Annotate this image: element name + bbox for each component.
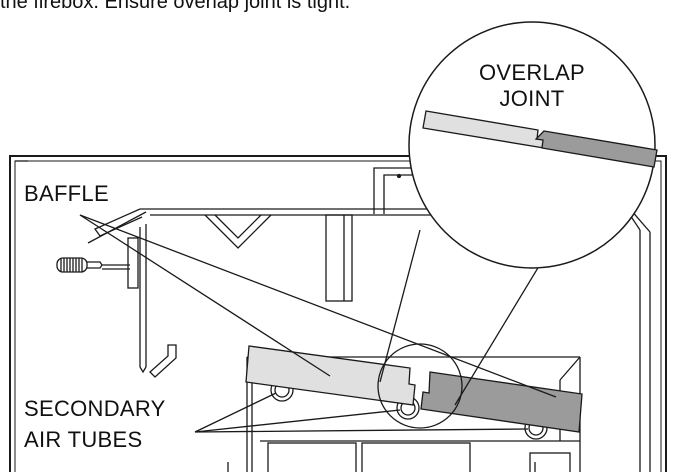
top-frame	[87, 208, 651, 472]
overlap-joint-label-line1: OVERLAP	[478, 60, 586, 85]
overlap-joint-label-line2: JOINT	[499, 86, 565, 111]
baffle-right-board	[420, 371, 583, 433]
caption-text: the firebox. Ensure overlap joint is tig…	[0, 0, 351, 13]
baffle-label: BAFFLE	[24, 181, 109, 206]
air-control-handle	[56, 257, 130, 273]
left-side-frame	[15, 160, 177, 378]
secondary-air-tubes-label-line1: SECONDARY	[24, 396, 166, 421]
baffle-leader-lines	[79, 214, 557, 398]
joint-highlight-circle	[377, 343, 463, 429]
air-tube-leader-lines	[194, 392, 529, 433]
baffle-left-board	[245, 345, 416, 406]
secondary-air-tubes-label-line2: AIR TUBES	[24, 427, 143, 452]
magnifier-detail	[408, 21, 658, 269]
firebox-outline	[9, 155, 667, 472]
